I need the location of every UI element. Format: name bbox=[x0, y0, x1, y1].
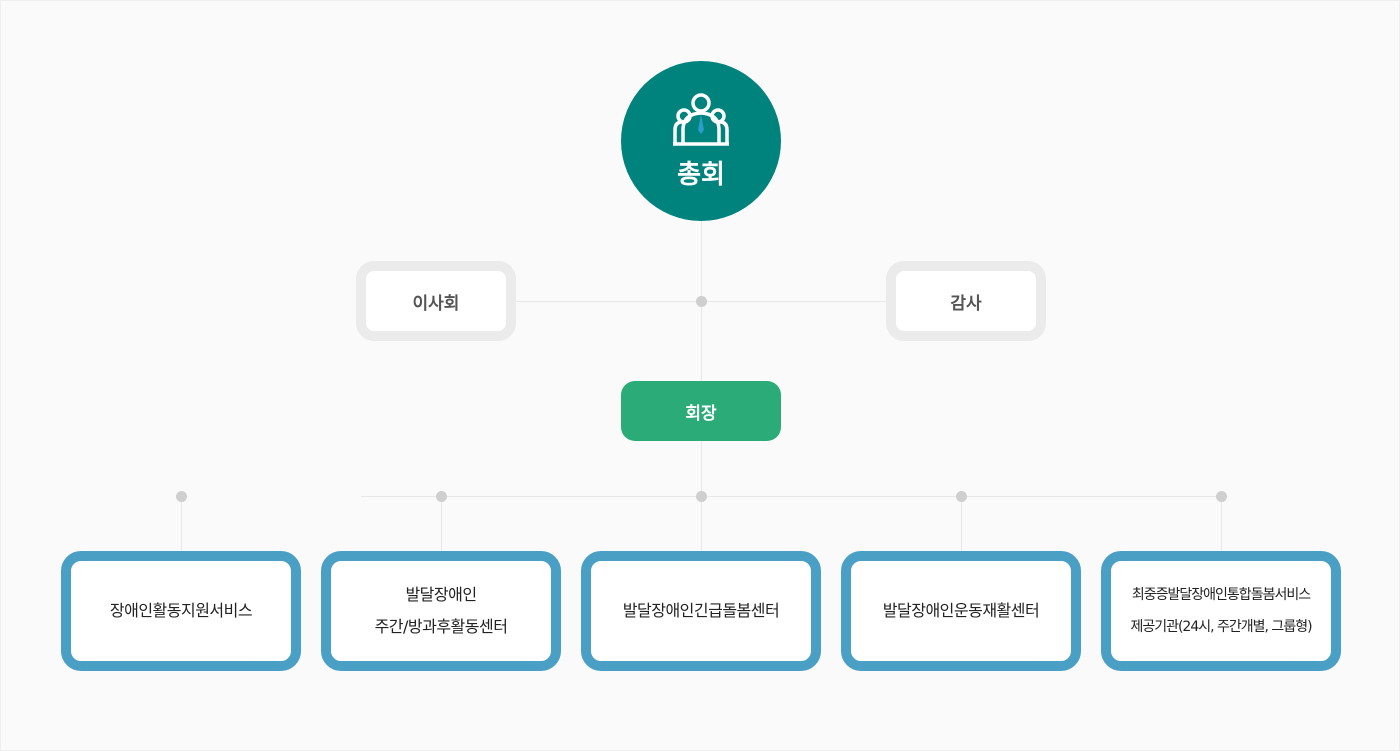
connector-dot bbox=[1216, 491, 1227, 502]
unit-label: 최중증발달장애인통합돌봄서비스 bbox=[1131, 587, 1311, 603]
board-node: 이사회 bbox=[356, 261, 516, 341]
president-node: 회장 bbox=[621, 381, 781, 441]
unit-label: 주간/방과후활동센터 bbox=[374, 617, 508, 636]
unit-label: 발달장애인운동재활센터 bbox=[882, 601, 1040, 620]
connector bbox=[181, 496, 182, 551]
connector-dot bbox=[956, 491, 967, 502]
president-label: 회장 bbox=[685, 403, 717, 424]
people-group-icon bbox=[673, 92, 729, 146]
unit-label: 제공기관(24시, 주간개별, 그룹형) bbox=[1130, 619, 1312, 635]
connector bbox=[1221, 496, 1222, 551]
connector-dot bbox=[696, 491, 707, 502]
unit-label: 장애인활동지원서비스 bbox=[109, 601, 253, 620]
unit-node: 발달장애인운동재활센터 bbox=[841, 551, 1081, 671]
connector-dot bbox=[176, 491, 187, 502]
general-assembly-node: 총회 bbox=[621, 61, 781, 221]
connector-dot bbox=[436, 491, 447, 502]
unit-label: 발달장애인긴급돌봄센터 bbox=[622, 601, 780, 620]
unit-node: 장애인활동지원서비스 bbox=[61, 551, 301, 671]
board-label: 이사회 bbox=[412, 293, 460, 314]
connector bbox=[361, 496, 1221, 497]
connector bbox=[441, 496, 442, 551]
audit-node: 감사 bbox=[886, 261, 1046, 341]
connector-dot bbox=[696, 296, 707, 307]
general-assembly-label: 총회 bbox=[677, 159, 725, 190]
unit-label: 발달장애인 bbox=[405, 585, 477, 604]
audit-label: 감사 bbox=[950, 293, 982, 314]
unit-node: 발달장애인긴급돌봄센터 bbox=[581, 551, 821, 671]
connector bbox=[961, 496, 962, 551]
